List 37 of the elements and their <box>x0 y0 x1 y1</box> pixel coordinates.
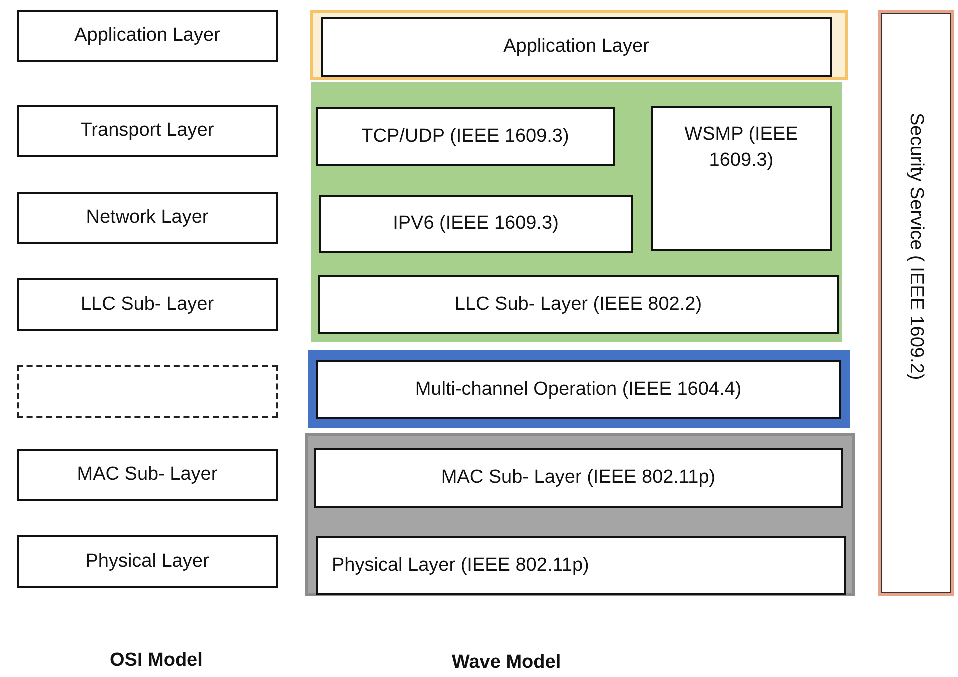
layer-group-band <box>308 350 850 428</box>
layer-label: MAC Sub- Layer (IEEE 802.11p) <box>441 466 716 490</box>
layer-box <box>17 449 278 501</box>
layer-box <box>318 275 839 334</box>
layer-label: Application Layer <box>74 24 220 48</box>
layer-box <box>316 536 846 595</box>
layer-box <box>17 105 278 157</box>
layer-box <box>17 192 278 244</box>
layer-box <box>321 17 832 77</box>
layer-label: TCP/UDP (IEEE 1609.3) <box>362 124 570 149</box>
layer-label: Application Layer <box>504 35 650 60</box>
layer-group-band <box>310 10 848 80</box>
layer-box <box>314 448 843 508</box>
model-caption: Wave Model <box>452 652 562 674</box>
layer-box <box>17 535 278 588</box>
layer-box <box>17 10 278 62</box>
layer-label: Network Layer <box>86 206 209 230</box>
layer-label: MAC Sub- Layer <box>77 463 218 488</box>
layer-box <box>17 278 278 331</box>
layer-label: Transport Layer <box>80 119 214 144</box>
layer-box <box>316 107 615 166</box>
empty-layer-box <box>17 365 278 418</box>
layer-label: Physical Layer <box>86 550 210 574</box>
layer-label: Security Service ( IEEE 1609.2) <box>904 113 928 380</box>
layer-label: Physical Layer (IEEE 802.11p) <box>332 554 590 578</box>
model-caption: OSI Model <box>110 650 203 672</box>
layer-label: IPV6 (IEEE 1609.3) <box>393 212 559 236</box>
layer-box <box>316 360 841 419</box>
layer-group-band <box>311 82 842 342</box>
layer-label: WSMP (IEEE 1609.3) <box>684 123 800 173</box>
layer-box <box>651 106 832 251</box>
security-panel <box>878 10 954 596</box>
layer-label: LLC Sub- Layer <box>80 292 214 317</box>
layer-group-band <box>305 433 855 596</box>
layer-label: LLC Sub- Layer (IEEE 802.2) <box>454 292 702 317</box>
layer-box <box>319 195 633 253</box>
layer-label: Multi-channel Operation (IEEE 1604.4) <box>415 378 742 402</box>
